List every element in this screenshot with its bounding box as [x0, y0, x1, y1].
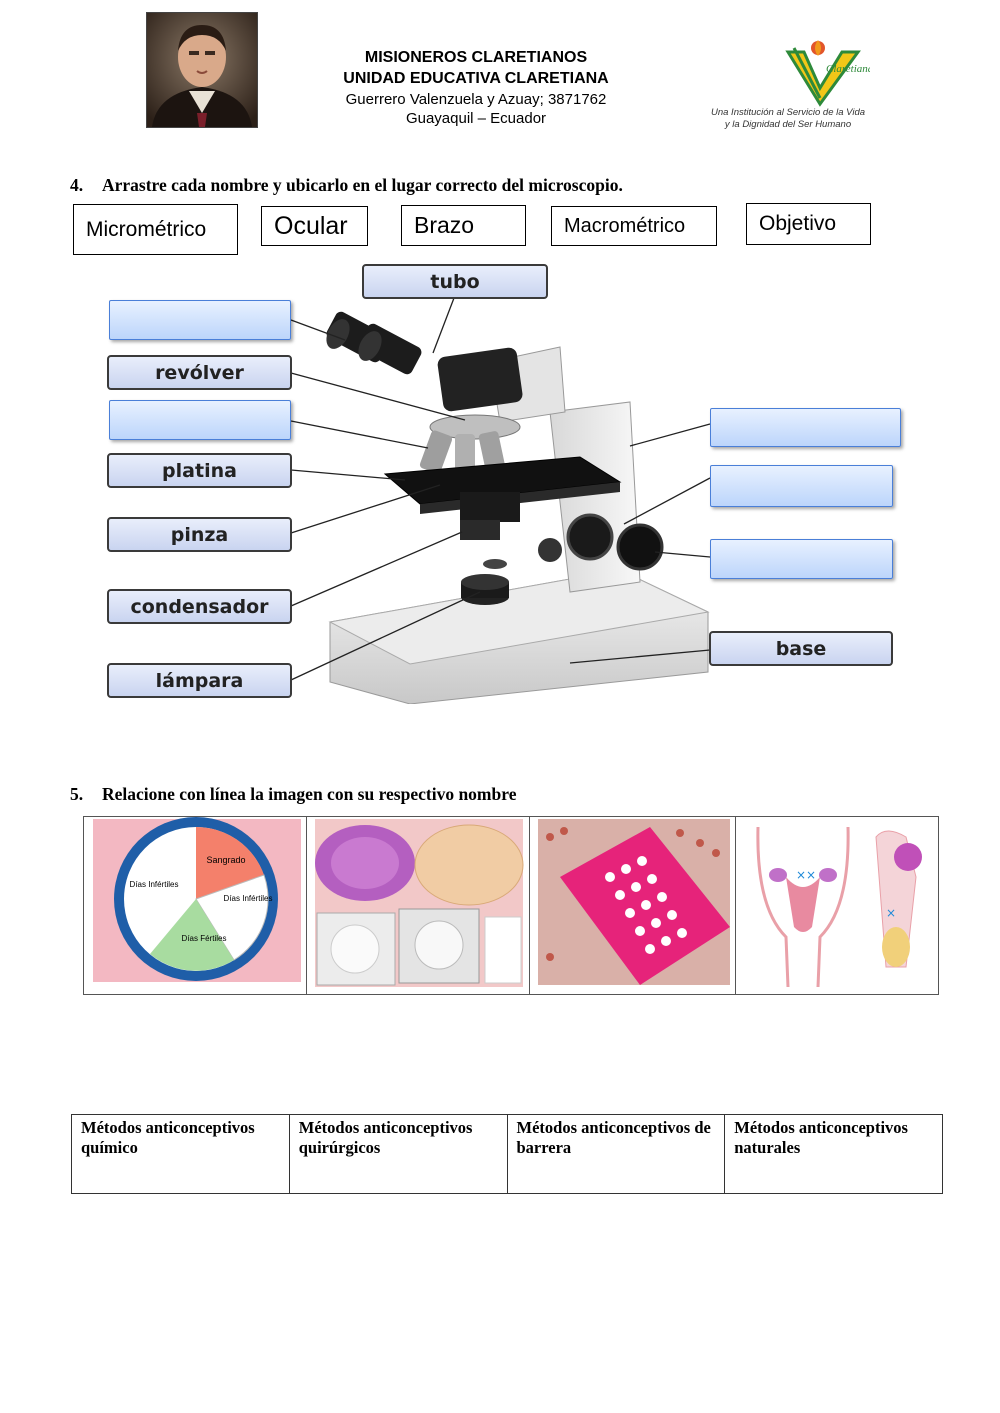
word-micrometrico[interactable]: Micrométrico — [73, 204, 238, 255]
label-tubo: tubo — [362, 264, 548, 299]
method-natural[interactable]: Métodos anticonceptivos naturales — [724, 1114, 943, 1194]
question-5: 5. Relacione con línea la imagen con su r… — [70, 784, 516, 805]
word-ocular[interactable]: Ocular — [261, 206, 368, 246]
header-line-2: UNIDAD EDUCATIVA CLARETIANA — [343, 70, 609, 87]
cycle-calendar-image: Sangrado Días Infértiles Días Infértiles… — [93, 817, 301, 982]
calendar-sangrado: Sangrado — [206, 855, 245, 865]
calendar-infertiles-2: Días Infértiles — [224, 894, 273, 903]
drop-zone-macrometrico-slot[interactable] — [710, 465, 893, 507]
method-quimico[interactable]: Métodos anticonceptivos químico — [71, 1114, 290, 1194]
image-cell-calendar[interactable]: Sangrado Días Infértiles Días Infértiles… — [84, 817, 307, 994]
contraceptive-pills-image — [538, 819, 730, 985]
calendar-fertiles: Días Fértiles — [182, 934, 227, 943]
label-lampara: lámpara — [107, 663, 292, 698]
word-brazo[interactable]: Brazo — [401, 205, 526, 246]
logo-caption-2: y la Dignidad del Ser Humano — [724, 119, 852, 130]
logo-caption-1: Una Institución al Servicio de la Vida — [710, 107, 866, 118]
label-condensador: condensador — [107, 589, 292, 624]
drop-zone-ocular-slot[interactable] — [109, 300, 291, 340]
label-revolver: revólver — [107, 355, 292, 390]
image-cell-pills[interactable] — [530, 817, 736, 994]
founder-portrait — [146, 12, 258, 128]
method-barrera[interactable]: Métodos anticonceptivos de barrera — [506, 1114, 726, 1194]
header-address: Guerrero Valenzuela y Azuay; 3871762 — [345, 91, 607, 108]
school-logo: Claretiana — [780, 38, 874, 108]
word-macrometrico[interactable]: Macrométrico — [551, 206, 717, 246]
calendar-infertiles-1: Días Infértiles — [130, 880, 179, 889]
drop-zone-brazo-slot[interactable] — [710, 408, 901, 447]
barrier-methods-image — [315, 819, 524, 987]
image-cell-surgical[interactable]: × × × — [736, 817, 938, 994]
surgical-methods-image: × × × — [736, 817, 938, 994]
drop-zone-micrometrico-slot[interactable] — [710, 539, 893, 579]
microscope-image — [290, 252, 710, 705]
question-5-text: Relacione con línea la imagen con su res… — [102, 784, 517, 804]
drop-zone-objetivo-slot[interactable] — [109, 400, 291, 440]
image-cell-barrier[interactable] — [307, 817, 530, 994]
methods-table: Métodos anticonceptivos químico Métodos … — [71, 1114, 943, 1194]
svg-text:×: × — [796, 868, 806, 882]
images-table: Sangrado Días Infértiles Días Infértiles… — [83, 816, 939, 995]
label-platina: platina — [107, 453, 292, 488]
label-base: base — [709, 631, 893, 666]
question-4: 4. Arrastre cada nombre y ubicarlo en el … — [70, 175, 623, 196]
word-objetivo[interactable]: Objetivo — [746, 203, 871, 245]
svg-text:×: × — [806, 868, 816, 882]
question-4-number: 4. — [70, 175, 84, 195]
method-quirurgico[interactable]: Métodos anticonceptivos quirúrgicos — [288, 1114, 508, 1194]
question-5-number: 5. — [70, 784, 84, 804]
logo-word: Claretiana — [826, 63, 870, 75]
question-4-text: Arrastre cada nombre y ubicarlo en el lu… — [102, 175, 623, 195]
header-line-1: MISIONEROS CLARETIANOS — [364, 49, 588, 66]
svg-text:×: × — [886, 906, 896, 920]
label-pinza: pinza — [107, 517, 292, 552]
header-city: Guayaquil – Ecuador — [405, 110, 547, 127]
